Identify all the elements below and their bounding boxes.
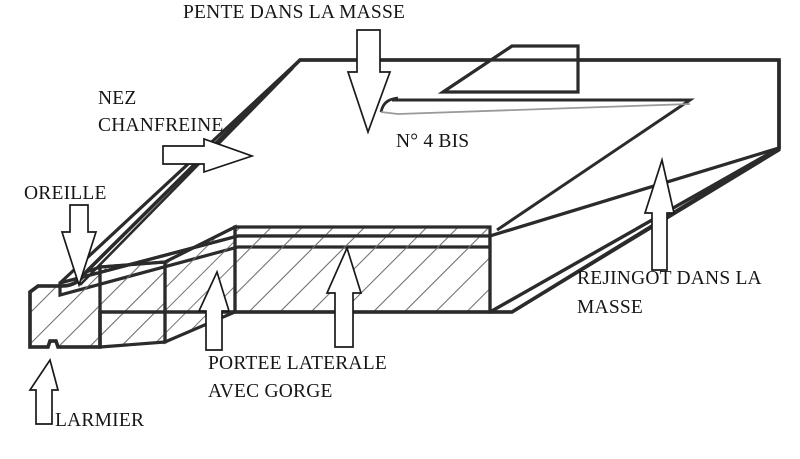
label-oreille: OREILLE [24, 183, 107, 204]
groove-top-edge [164, 225, 236, 264]
label-nez-chanfreine-line2: CHANFREINE [98, 115, 224, 136]
front-top-long-edge-2 [59, 234, 239, 285]
rejingot-foot-fillet [379, 96, 399, 113]
label-nez-chanfreine-line1: NEZ [98, 88, 137, 109]
nose-chamfer-edge [79, 67, 294, 286]
label-rejingot-line1: REJINGOT DANS LA [577, 268, 762, 289]
arrow-pente-dans-la-masse [346, 29, 392, 135]
label-reference-number: N° 4 BIS [396, 131, 470, 152]
larmier-notch [46, 339, 60, 348]
rejingot-foot-line [392, 98, 695, 232]
label-rejingot-line2: MASSE [577, 297, 644, 318]
ear-top-edge [99, 260, 166, 269]
arrow-rejingot [643, 156, 676, 271]
sill-solid [28, 44, 781, 349]
arrow-portee-laterale [197, 269, 231, 351]
label-pente-dans-la-masse: PENTE DANS LA MASSE [183, 2, 406, 23]
arrow-larmier [28, 357, 60, 425]
label-larmier: LARMIER [55, 410, 145, 431]
rejingot-foot-soft-line [397, 103, 691, 115]
callout-arrows [28, 29, 676, 425]
arrow-nez-chanfreine [162, 137, 255, 174]
arrow-portee-laterale-body [325, 245, 363, 348]
label-portee-laterale-line1: PORTEE LATERALE [208, 353, 387, 374]
bottom-right-receding-edge [489, 146, 780, 314]
rejingot-ridge-diagonal [442, 44, 513, 94]
label-portee-laterale-line2: AVEC GORGE [208, 381, 333, 402]
ear-block-hatch [98, 260, 167, 349]
arrow-oreille [60, 204, 98, 288]
cross-section-main-hatch [233, 225, 492, 314]
sloped-face-parting-line [380, 111, 399, 115]
